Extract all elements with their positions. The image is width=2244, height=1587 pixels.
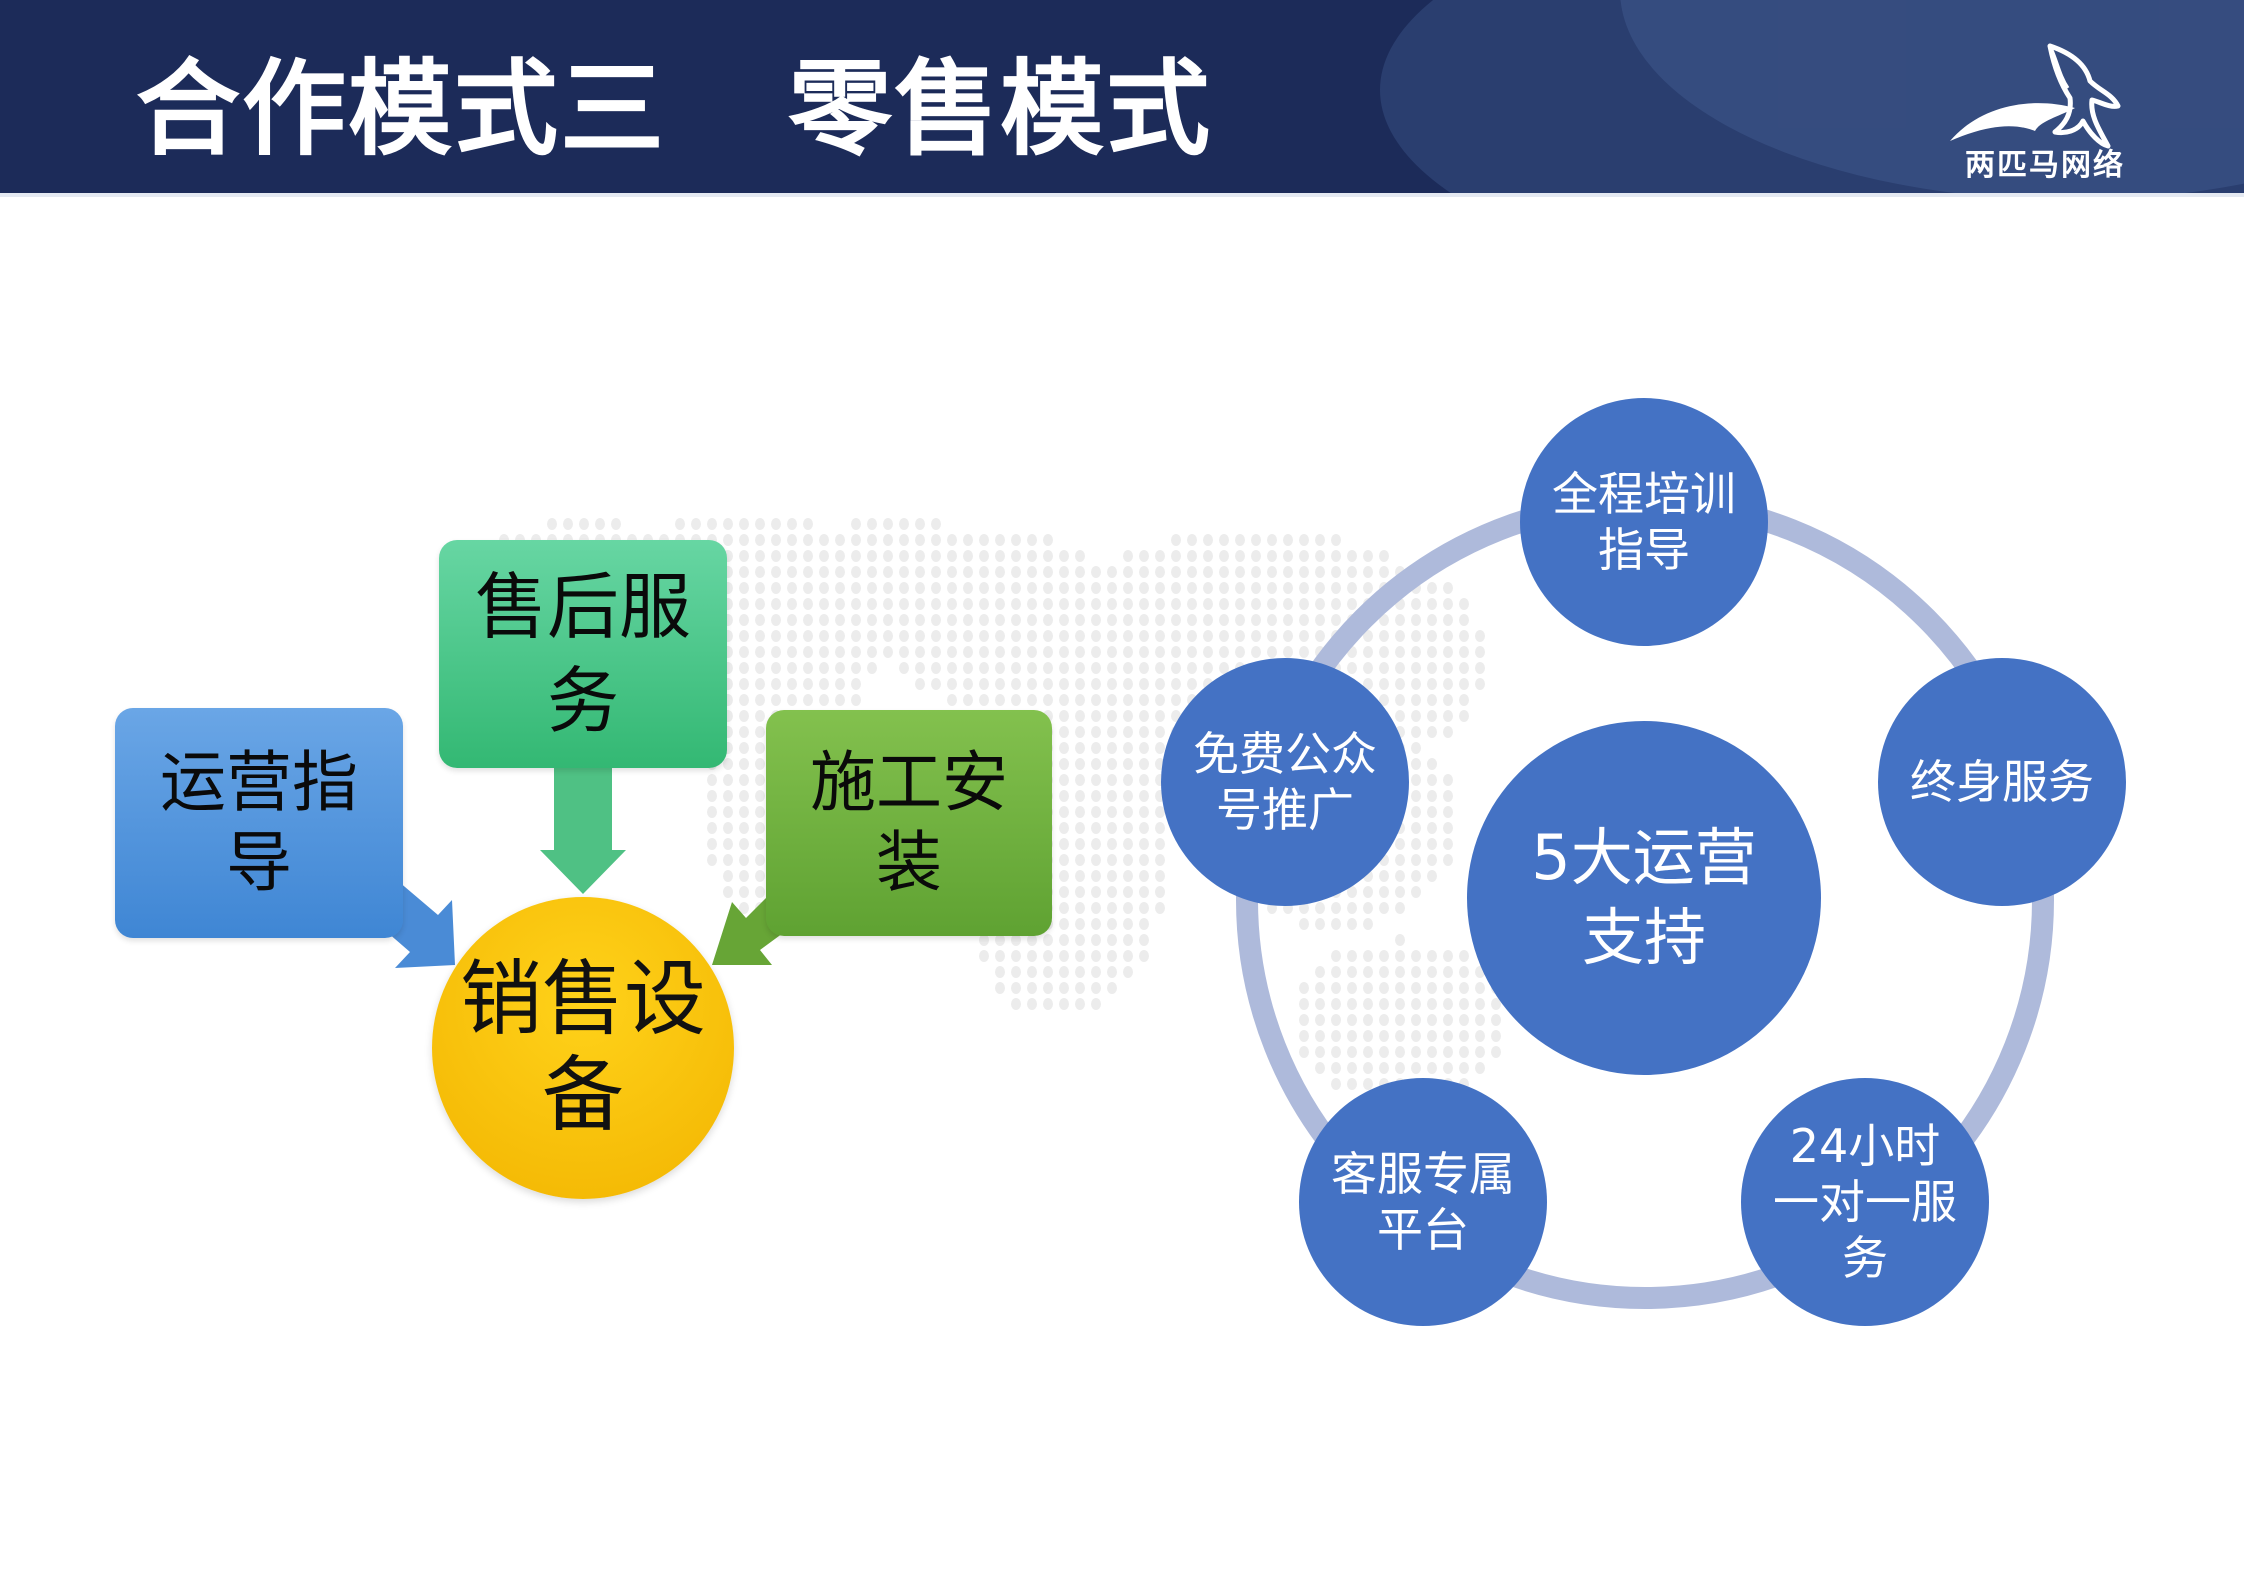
- header-decoration: [1380, 0, 2244, 193]
- cycle-node-wechat-promotion: 免费公众号推广: [1161, 658, 1409, 906]
- header-bar: 合作模式三 零售模式 两匹马网络: [0, 0, 2244, 193]
- ops-guidance-box: 运营指导: [115, 708, 403, 938]
- cycle-node-training: 全程培训指导: [1520, 398, 1768, 646]
- header-divider: [0, 193, 2244, 197]
- cycle-node-24h-service: 24小时一对一服务: [1741, 1078, 1989, 1326]
- horse-logo-icon: [1950, 43, 2121, 149]
- installation-box: 施工安装: [766, 710, 1052, 936]
- cycle-node-lifetime-service: 终身服务: [1878, 658, 2126, 906]
- logo-text: 两匹马网络: [1965, 148, 2125, 183]
- after-sales-box: 售后服务: [439, 540, 727, 768]
- sales-equipment-circle: 销售设备: [432, 897, 734, 1199]
- page-title: 合作模式三: [136, 48, 667, 170]
- cycle-node-customer-platform: 客服专属平台: [1299, 1078, 1547, 1326]
- page-subtitle: 零售模式: [788, 48, 1213, 170]
- cycle-center: 5大运营支持: [1467, 721, 1821, 1075]
